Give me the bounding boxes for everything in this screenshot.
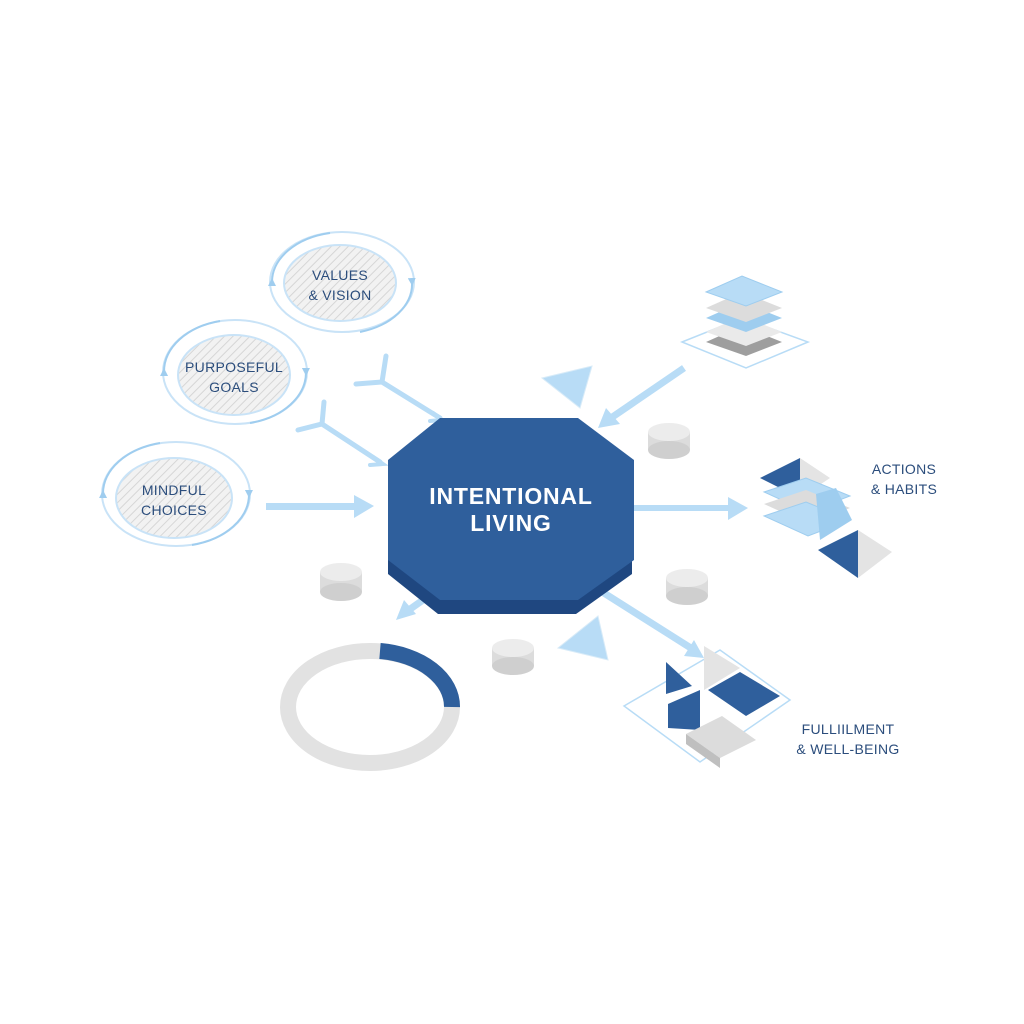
tile-grid-icon [622, 646, 792, 768]
values-vision-line1: VALUES [312, 267, 368, 283]
fork-arrow-icon [353, 353, 448, 423]
arrow-layers-to-center [598, 365, 686, 428]
cycle-arrows-icon [99, 441, 253, 547]
arrow-choices-to-center [266, 495, 374, 518]
center-node: INTENTIONAL LIVING [388, 418, 634, 614]
actions-line2: & HABITS [871, 481, 937, 497]
triangle-icon [556, 615, 609, 661]
arrow-center-to-fulfillment [594, 585, 704, 658]
coin-icon [492, 639, 534, 675]
input-mindful-choices: MINDFUL CHOICES [99, 441, 253, 547]
stacked-layers-icon [679, 275, 811, 369]
input-values-vision: VALUES & VISION [267, 231, 416, 333]
arrow-center-to-actions [632, 497, 748, 520]
fulfillment-line1: FULLIILMENT [802, 721, 895, 737]
coin-icon [666, 569, 708, 605]
ring-progress-icon [280, 643, 461, 771]
triangle-icon [540, 365, 593, 409]
coin-icon [320, 563, 362, 601]
cycle-arrows-icon [267, 231, 416, 333]
fulfillment-line2: & WELL-BEING [796, 741, 899, 757]
coin-icon [648, 423, 690, 459]
mindful-choices-line2: CHOICES [141, 502, 207, 518]
cycle-arrows-icon [160, 319, 310, 425]
center-label-line2: LIVING [470, 510, 551, 536]
actions-line1: ACTIONS [872, 461, 936, 477]
input-purposeful-goals: PURPOSEFUL GOALS [160, 319, 310, 425]
center-label-line1: INTENTIONAL [429, 483, 592, 509]
purposeful-goals-line1: PURPOSEFUL [185, 359, 283, 375]
triangle-blocks-icon [760, 458, 892, 578]
values-vision-line2: & VISION [308, 287, 371, 303]
mindful-choices-line1: MINDFUL [142, 482, 206, 498]
purposeful-goals-line2: GOALS [209, 379, 259, 395]
fork-arrow-icon [295, 399, 389, 467]
